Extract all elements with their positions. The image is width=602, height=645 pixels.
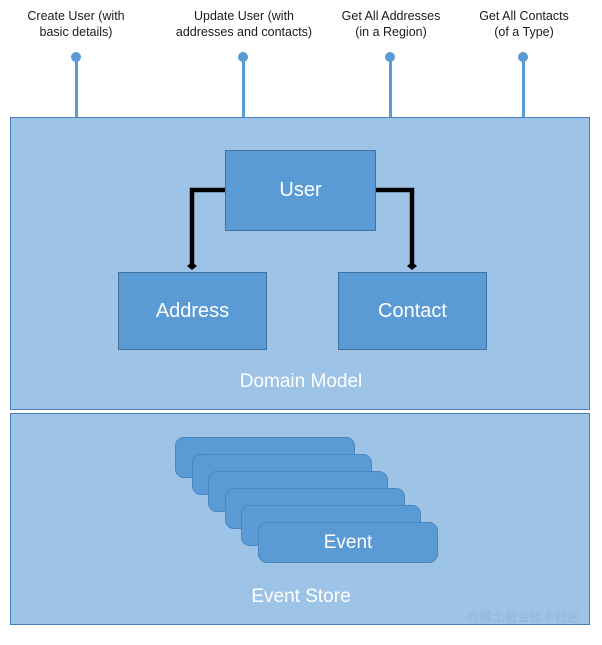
pin-stem-icon [388, 58, 392, 124]
pin-stem-icon [521, 58, 525, 124]
pin-stem-icon [74, 58, 78, 124]
callout-label-create-user: Create User (with basic details) [27, 9, 125, 39]
pin-head-icon [238, 52, 248, 62]
pin-stem-icon [241, 58, 245, 124]
entity-box-address[interactable]: Address [118, 272, 267, 350]
event-store-caption: Event Store [251, 586, 351, 607]
watermark: @稀土掘金技术社区 [467, 610, 580, 624]
callout-label-get-all-addresses: Get All Addresses (in a Region) [341, 9, 441, 39]
pin-head-icon [385, 52, 395, 62]
event-card-front[interactable]: Event [258, 522, 438, 563]
callout-label-update-user: Update User (with addresses and contacts… [175, 9, 313, 39]
callout-label-get-all-contacts: Get All Contacts (of a Type) [479, 9, 569, 39]
pin-head-icon [71, 52, 81, 62]
entity-box-user[interactable]: User [225, 150, 376, 231]
entity-box-contact[interactable]: Contact [338, 272, 487, 350]
pin-head-icon [518, 52, 528, 62]
domain-model-caption: Domain Model [239, 371, 363, 392]
